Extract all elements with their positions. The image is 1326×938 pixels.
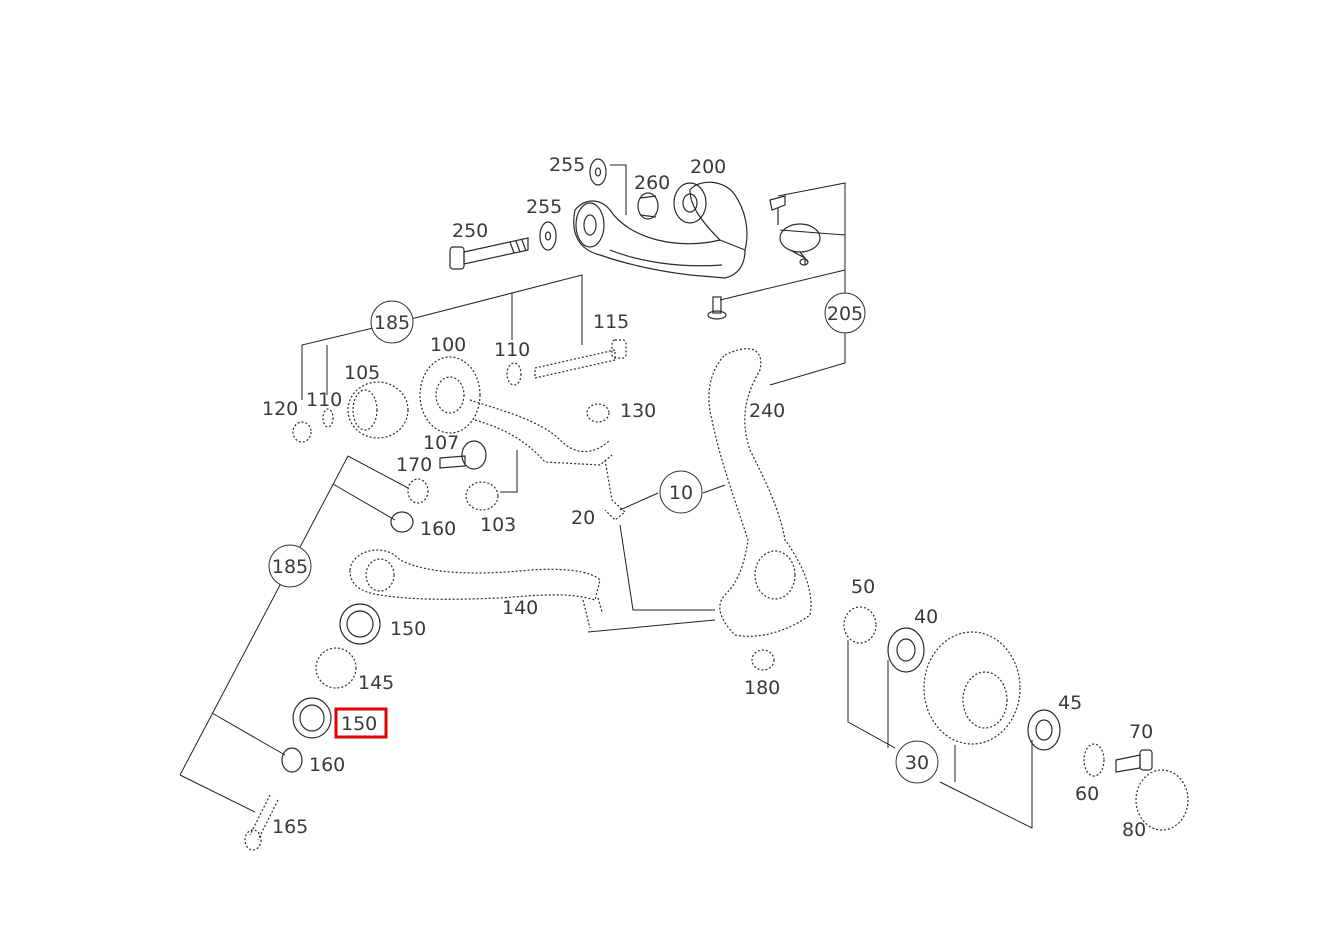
callout-45[interactable]: 45 [1058, 692, 1082, 714]
group-label-185-bottom[interactable]: 185 [268, 544, 312, 588]
callout-130[interactable]: 130 [620, 400, 656, 422]
part-40-bearing [887, 627, 925, 673]
callout-150-highlighted[interactable]: 150 [334, 707, 388, 739]
part-150-bushing-top [339, 603, 381, 645]
callout-160-top[interactable]: 160 [420, 518, 456, 540]
part-110-washer-top [506, 362, 522, 386]
callout-140[interactable]: 140 [502, 597, 538, 619]
part-60-ring [1083, 743, 1105, 777]
callout-200[interactable]: 200 [690, 156, 726, 178]
part-120-nut [292, 421, 312, 443]
callout-240[interactable]: 240 [749, 400, 785, 422]
part-260-bushing [637, 192, 659, 220]
callout-105[interactable]: 105 [344, 362, 380, 384]
group-label-205[interactable]: 205 [824, 292, 866, 334]
part-20-link [604, 459, 626, 521]
svg-text:30: 30 [905, 752, 929, 774]
part-45-bearing [1027, 709, 1061, 751]
part-110-washer-left [322, 408, 334, 428]
part-170-bushing [407, 478, 429, 504]
svg-text:205: 205 [827, 303, 863, 325]
part-50-ring [843, 606, 877, 644]
parts-artwork [244, 158, 1189, 851]
part-160-washer-bottom [281, 747, 303, 773]
callout-165[interactable]: 165 [272, 816, 308, 838]
group-label-185-top[interactable]: 185 [370, 300, 414, 344]
leader-lines [179, 164, 1033, 829]
callout-60[interactable]: 60 [1075, 783, 1099, 805]
callout-160-bottom[interactable]: 160 [309, 754, 345, 776]
callout-180[interactable]: 180 [744, 677, 780, 699]
callouts: 255 260 200 255 250 115 100 110 105 120 … [262, 154, 1153, 841]
group-label-10[interactable]: 10 [659, 470, 703, 514]
callout-115[interactable]: 115 [593, 311, 629, 333]
part-130-nut [586, 403, 610, 423]
callout-110-left[interactable]: 110 [306, 389, 342, 411]
callout-107[interactable]: 107 [423, 432, 459, 454]
part-10-knuckle [708, 348, 812, 637]
callout-145[interactable]: 145 [358, 672, 394, 694]
highlight-frame [334, 707, 388, 739]
callout-103[interactable]: 103 [480, 514, 516, 536]
part-140-lower-arm [349, 549, 603, 629]
part-30-hub [923, 631, 1021, 745]
part-150-bushing-bottom [292, 697, 332, 739]
callout-260[interactable]: 260 [634, 172, 670, 194]
callout-110-top[interactable]: 110 [494, 339, 530, 361]
callout-80[interactable]: 80 [1122, 819, 1146, 841]
part-165-bolt [244, 794, 279, 851]
group-label-30[interactable]: 30 [895, 740, 939, 784]
svg-text:150: 150 [341, 713, 377, 735]
callout-255[interactable]: 255 [526, 196, 562, 218]
callout-255-top[interactable]: 255 [549, 154, 585, 176]
part-200-upper-arm [573, 181, 748, 279]
callout-170[interactable]: 170 [396, 454, 432, 476]
part-70-bolt [1115, 749, 1153, 773]
svg-text:185: 185 [272, 556, 308, 578]
part-180-nut [751, 649, 775, 671]
part-115-bolt [534, 339, 627, 379]
callout-40[interactable]: 40 [914, 606, 938, 628]
callout-20[interactable]: 20 [571, 507, 595, 529]
part-107-ball-stud [439, 440, 487, 470]
part-80-cap [1135, 769, 1189, 831]
part-145-bushing [315, 647, 357, 689]
part-105-bushing [347, 381, 409, 439]
part-250-bolt [449, 237, 529, 270]
group-labels: 205 185 185 10 30 [268, 292, 939, 784]
svg-text:10: 10 [669, 482, 693, 504]
part-205-ball-joint [707, 195, 821, 320]
callout-70[interactable]: 70 [1129, 721, 1153, 743]
callout-120[interactable]: 120 [262, 398, 298, 420]
part-100-bracket [419, 356, 613, 466]
part-160-washer-top [390, 511, 414, 533]
callout-250[interactable]: 250 [452, 220, 488, 242]
callout-50[interactable]: 50 [851, 576, 875, 598]
part-103-bushing [465, 481, 499, 511]
callout-150-top[interactable]: 150 [390, 618, 426, 640]
part-255-washer-top [589, 158, 607, 186]
part-255-washer [539, 221, 557, 251]
callout-100[interactable]: 100 [430, 334, 466, 356]
svg-text:185: 185 [374, 312, 410, 334]
